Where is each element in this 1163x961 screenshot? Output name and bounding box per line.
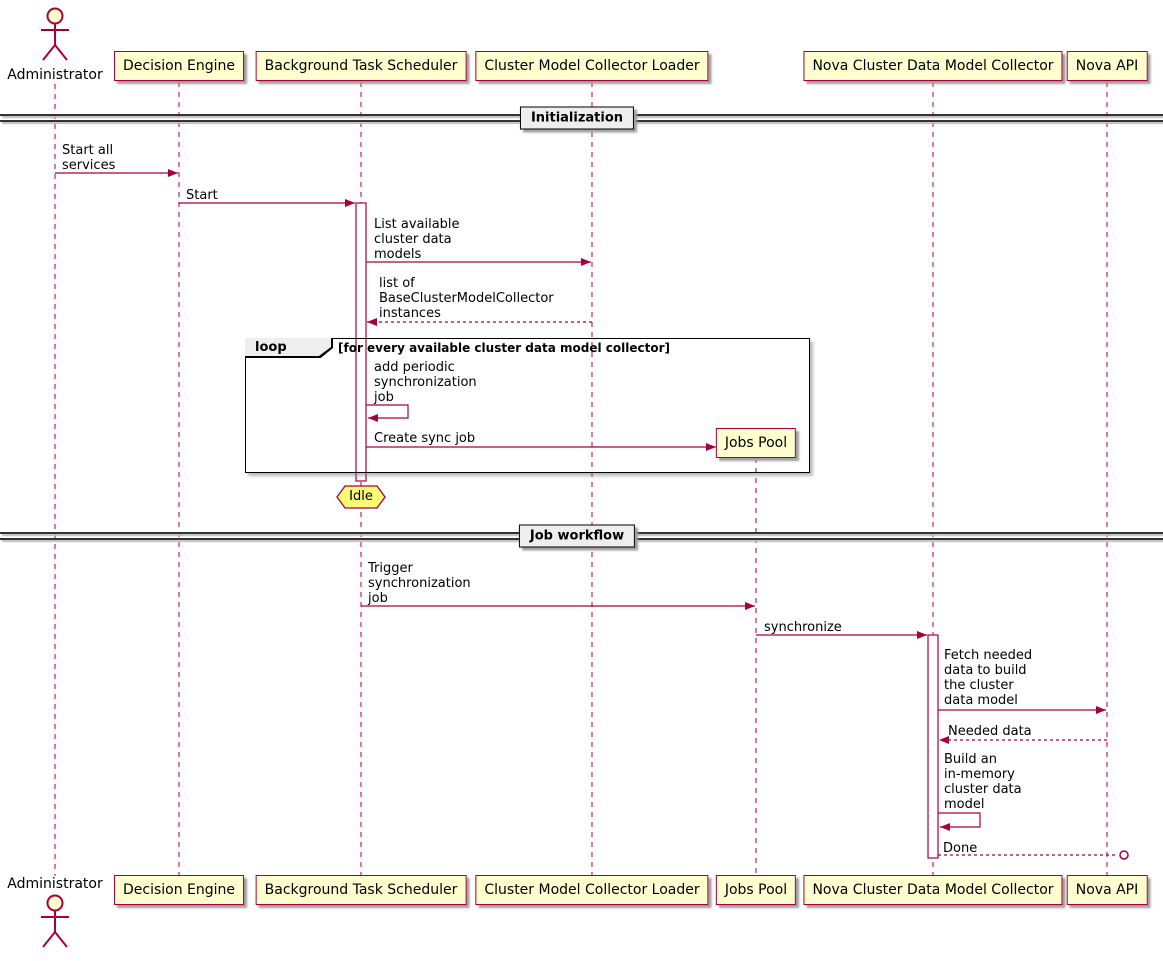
participant-background-task-scheduler-bottom: Background Task Scheduler bbox=[255, 875, 467, 905]
participant-jobs-pool-bottom: Jobs Pool bbox=[715, 875, 797, 905]
participant-nova-cluster-data-model-collector-top: Nova Cluster Data Model Collector bbox=[803, 51, 1063, 81]
activation-background-task-scheduler bbox=[355, 202, 367, 482]
participant-administrator-bottom: Administrator bbox=[7, 876, 103, 892]
divider-job-workflow: Job workflow bbox=[0, 524, 1163, 547]
loop-label: loop bbox=[245, 338, 331, 356]
message-needed-data: Needed data bbox=[948, 724, 1032, 739]
participant-decision-engine-top: Decision Engine bbox=[113, 51, 245, 81]
divider-job-workflow-label: Job workflow bbox=[518, 524, 636, 547]
participant-nova-api-top: Nova API bbox=[1066, 51, 1148, 81]
message-fetch-needed-data: Fetch needed data to build the cluster d… bbox=[944, 648, 1033, 709]
message-start: Start bbox=[186, 188, 218, 203]
participant-nova-cluster-data-model-collector-bottom: Nova Cluster Data Model Collector bbox=[803, 875, 1063, 905]
idle-note-label: Idle bbox=[349, 489, 373, 504]
participant-decision-engine-bottom: Decision Engine bbox=[113, 875, 245, 905]
administrator-actor-icon-bottom bbox=[41, 894, 69, 948]
message-list-available-models: List available cluster data models bbox=[374, 217, 460, 263]
loop-tab: loop bbox=[245, 338, 333, 358]
participant-cluster-model-collector-loader-top: Cluster Model Collector Loader bbox=[475, 51, 709, 81]
participant-cluster-model-collector-loader-bottom: Cluster Model Collector Loader bbox=[475, 875, 709, 905]
message-trigger-sync-job: Trigger synchronization job bbox=[368, 561, 471, 607]
loop-frame: loop [for every available cluster data m… bbox=[245, 338, 810, 473]
message-done: Done bbox=[943, 841, 978, 856]
idle-note-shape bbox=[336, 485, 386, 509]
message-list-of-instances: list of BaseClusterModelCollector instan… bbox=[379, 276, 554, 322]
arrow-build-model bbox=[938, 812, 981, 831]
message-create-sync-job: Create sync job bbox=[374, 431, 476, 446]
participant-administrator-top: Administrator bbox=[7, 67, 103, 83]
message-build-model: Build an in-memory cluster data model bbox=[944, 752, 1022, 813]
arrow-add-periodic-sync-job bbox=[366, 404, 409, 422]
message-add-periodic-sync-job: add periodic synchronization job bbox=[374, 360, 477, 406]
loop-condition: [for every available cluster data model … bbox=[338, 341, 670, 355]
participant-nova-api-bottom: Nova API bbox=[1066, 875, 1148, 905]
participant-background-task-scheduler-top: Background Task Scheduler bbox=[255, 51, 467, 81]
message-synchronize: synchronize bbox=[764, 620, 842, 635]
divider-initialization: Initialization bbox=[0, 106, 1163, 129]
administrator-actor-icon bbox=[41, 7, 69, 61]
divider-initialization-label: Initialization bbox=[519, 106, 635, 129]
done-end-circle-icon bbox=[1119, 850, 1129, 860]
participant-jobs-pool-created: Jobs Pool bbox=[715, 428, 797, 458]
activation-nova-cluster-data-model-collector bbox=[927, 634, 939, 859]
message-start-all-services: Start all services bbox=[62, 143, 116, 174]
